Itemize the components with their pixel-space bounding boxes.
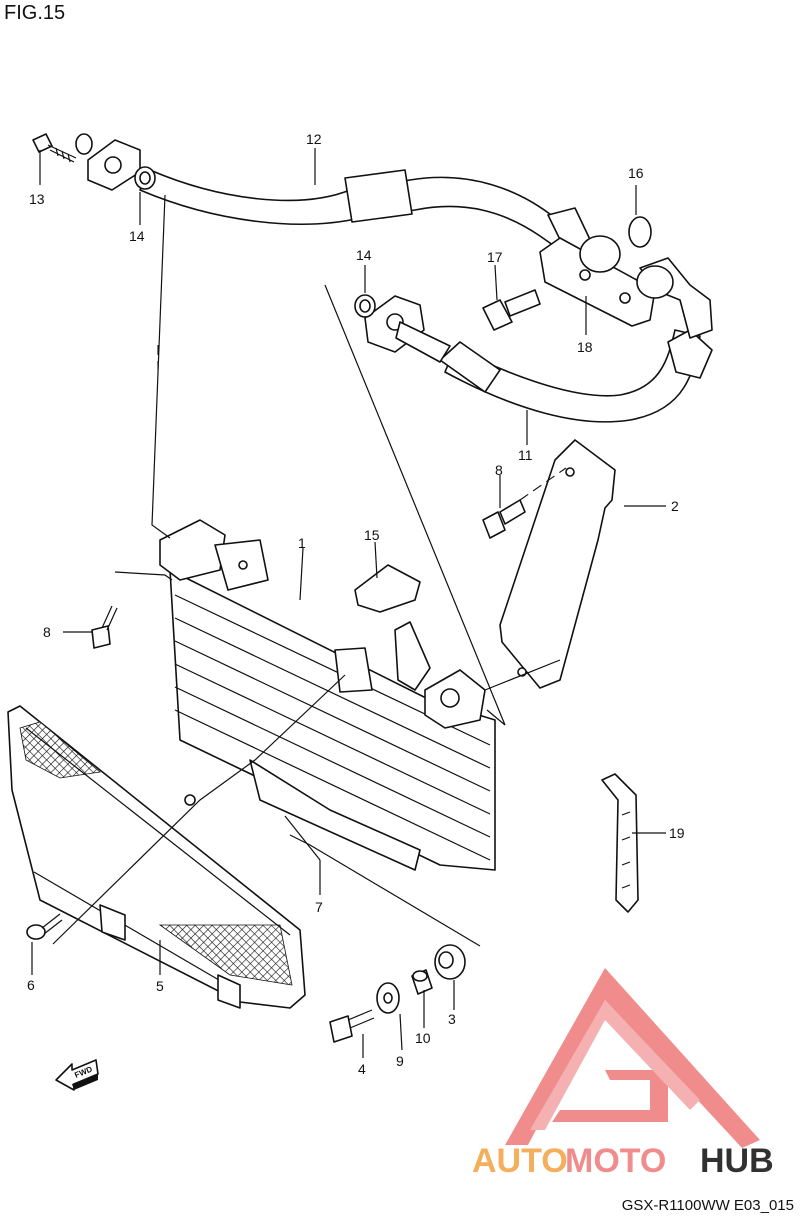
bracket-15	[354, 564, 431, 691]
callout-14-upper: 14	[129, 228, 145, 244]
oil-hose-upper	[139, 169, 596, 257]
callout-9: 9	[396, 1053, 404, 1069]
callout-6: 6	[27, 977, 35, 993]
washer-16	[628, 216, 652, 248]
callout-15: 15	[364, 527, 380, 543]
cable-tie-19	[601, 773, 639, 913]
hose-flange-upper	[75, 133, 141, 191]
bolt-17	[482, 289, 541, 331]
oil-cooler-core	[159, 519, 496, 871]
callout-7: 7	[315, 899, 323, 915]
diagram-code: GSX-R1100WW E03_015	[621, 1197, 794, 1214]
o-ring-14-lower	[354, 294, 376, 318]
callout-5: 5	[156, 978, 164, 994]
logo-text-moto: MOTO	[565, 1142, 666, 1180]
callout-8-upper: 8	[495, 462, 503, 478]
callout-19: 19	[669, 825, 685, 841]
bolt-8-upper	[482, 499, 526, 539]
hose-flange-lower	[364, 295, 451, 363]
callout-11: 11	[518, 447, 533, 463]
callout-10: 10	[415, 1030, 431, 1046]
bolt-4	[329, 1009, 375, 1043]
grommet-3	[434, 944, 466, 980]
o-ring-14-upper	[134, 166, 156, 190]
callout-labels: 12 13 14 14 17 16 18 11 8 2 1 15 8 19 7 …	[27, 131, 685, 1077]
logo-text-hub: HUB	[700, 1142, 774, 1180]
callout-14-lower: 14	[356, 247, 372, 263]
callout-2: 2	[671, 498, 679, 514]
automotohub-logo: AUTO MOTO HUB	[472, 968, 774, 1180]
cooler-cover-5	[7, 705, 306, 1009]
callout-12: 12	[306, 131, 322, 147]
bracket-2	[499, 439, 616, 689]
hose-joint-18	[539, 235, 674, 327]
bolt-8-left	[91, 605, 118, 649]
callout-18: 18	[577, 339, 593, 355]
callout-17: 17	[487, 249, 503, 265]
washer-9	[376, 982, 400, 1014]
logo-text-auto: AUTO	[472, 1142, 568, 1180]
callout-4: 4	[358, 1061, 366, 1077]
assembly-lines	[52, 194, 567, 947]
leader-lines	[31, 148, 666, 1058]
callout-8-left: 8	[43, 624, 51, 640]
fwd-arrow-icon: FWD	[55, 1059, 99, 1091]
callout-1: 1	[298, 535, 306, 551]
callout-16: 16	[628, 165, 644, 181]
collar-10	[411, 969, 433, 995]
screw-6	[26, 913, 63, 940]
figure-title: FIG.15	[4, 2, 66, 24]
callout-13: 13	[29, 191, 45, 207]
oil-hose-lower	[439, 257, 713, 423]
callout-3: 3	[448, 1011, 456, 1027]
bolt-13	[32, 133, 77, 163]
